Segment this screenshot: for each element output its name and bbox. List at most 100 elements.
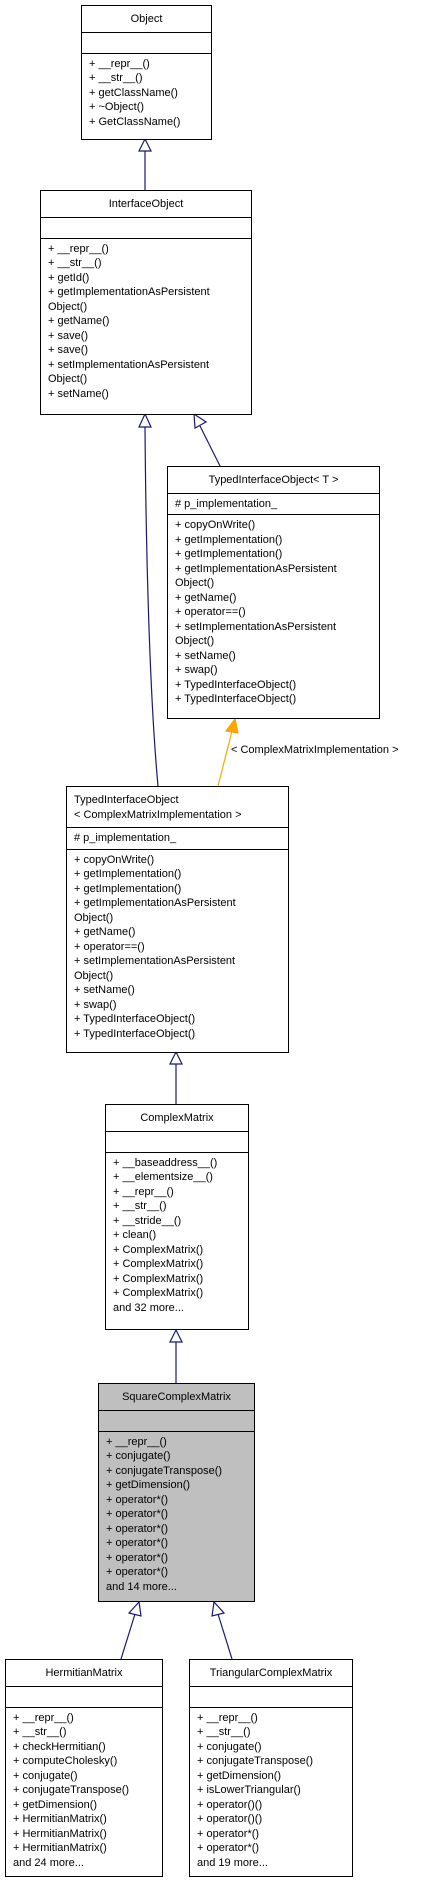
class-object-methods: + __repr__() + __str__() + getClassName(… (82, 52, 211, 133)
method: + __repr__() (197, 1711, 258, 1724)
method: + HermitianMatrix() (13, 1842, 107, 1854)
class-complexmatrix-title: ComplexMatrix (140, 1112, 214, 1124)
method: + __str__() (13, 1726, 67, 1738)
method: + getImplementation() (175, 548, 283, 560)
arrowhead-squarecomplexmatrix-left (127, 1600, 142, 1617)
method: + operator*() (106, 1508, 169, 1520)
method: + ComplexMatrix() (113, 1258, 204, 1270)
class-typedinterfaceobject-complexmatriximplementation[interactable]: TypedInterfaceObject < ComplexMatrixImpl… (66, 786, 289, 1053)
class-complexmatrix-methods: + __baseaddress__() + __elementsize__() … (106, 1151, 248, 1319)
class-squarecomplexmatrix[interactable]: SquareComplexMatrix + __repr__() + conju… (98, 1383, 255, 1602)
method: + conjugate() (106, 1450, 171, 1462)
method: + copyOnWrite() (74, 853, 155, 866)
arrowhead-typedcmi (169, 1050, 183, 1065)
method: + __repr__() (48, 242, 109, 255)
arrowhead-interfaceobject-left (138, 412, 152, 428)
method: + conjugate() (197, 1740, 262, 1753)
method: + getImplementationAsPersistent (175, 562, 337, 575)
method: + getId() (48, 271, 90, 284)
class-typedinterfaceobject-t[interactable]: TypedInterfaceObject< T > # p_implementa… (167, 466, 380, 719)
method: + operator*() (106, 1522, 169, 1535)
method: + __elementsize__() (113, 1171, 213, 1183)
arrowhead-interfaceobject-right (193, 412, 208, 429)
method: + swap() (74, 998, 117, 1011)
class-squarecomplexmatrix-attributes (99, 1409, 254, 1431)
template-edge-label: < ComplexMatrixImplementation > (231, 744, 399, 756)
class-object-title: Object (130, 13, 163, 25)
more-methods: and 32 more... (113, 1301, 184, 1314)
class-typedinterfaceobject-cmi-title: TypedInterfaceObject < ComplexMatrixImpl… (67, 787, 288, 827)
method: + swap() (175, 664, 218, 676)
edge-typedt-to-interfaceobject (199, 425, 221, 467)
method: + setImplementationAsPersistent (175, 620, 337, 633)
method: + __str__() (197, 1726, 251, 1738)
edge-triangular-to-squarecomplexmatrix (217, 1613, 233, 1660)
class-typedinterfaceobject-cmi-attributes: # p_implementation_ (67, 827, 288, 849)
method: + __repr__() (13, 1711, 74, 1724)
method: + operator*() (197, 1842, 260, 1854)
method: Object() (74, 969, 114, 982)
arrowhead-complexmatrix (169, 1328, 183, 1343)
method: + TypedInterfaceObject() (74, 1027, 196, 1040)
method: + setName() (48, 387, 109, 400)
class-complexmatrix[interactable]: ComplexMatrix + __baseaddress__() + __el… (105, 1104, 249, 1330)
method: Object() (48, 300, 88, 313)
class-triangularcomplexmatrix[interactable]: TriangularComplexMatrix + __repr__() + _… (189, 1659, 353, 1877)
attribute: # p_implementation_ (74, 832, 177, 844)
class-triangularcomplexmatrix-methods: + __repr__() + __str__() + conjugate() +… (190, 1706, 352, 1874)
class-interfaceobject[interactable]: InterfaceObject + __repr__() + __str__()… (40, 190, 252, 415)
class-title-line: < ComplexMatrixImplementation > (74, 808, 242, 821)
edge-template-instantiation (217, 730, 233, 787)
class-hermitianmatrix-methods: + __repr__() + __str__() + checkHermitia… (6, 1706, 162, 1874)
method: + operator*() (197, 1827, 260, 1840)
method: + computeCholesky() (13, 1755, 118, 1767)
method: + ComplexMatrix() (113, 1243, 204, 1256)
class-object-attributes (82, 31, 211, 53)
method: Object() (175, 635, 215, 647)
method: + save() (48, 344, 89, 356)
method: Object() (48, 373, 88, 385)
method: + ~Object() (89, 101, 145, 113)
class-squarecomplexmatrix-title: SquareComplexMatrix (122, 1391, 231, 1403)
method: + GetClassName() (89, 115, 181, 128)
more-methods: and 14 more... (106, 1580, 177, 1593)
method: + getDimension() (197, 1769, 282, 1782)
method: + getClassName() (89, 86, 178, 99)
class-object[interactable]: Object + __repr__() + __str__() + getCla… (81, 5, 212, 140)
class-hermitianmatrix[interactable]: HermitianMatrix + __repr__() + __str__()… (5, 1659, 163, 1877)
edge-hermitianmatrix-to-squarecomplexmatrix (120, 1613, 136, 1660)
arrowhead-squarecomplexmatrix-right (211, 1600, 226, 1617)
class-interfaceobject-attributes (41, 216, 251, 238)
method: + __str__() (113, 1200, 167, 1212)
method: + ComplexMatrix() (113, 1287, 204, 1299)
class-interfaceobject-title: InterfaceObject (108, 198, 184, 210)
method: + getImplementationAsPersistent (48, 286, 210, 298)
method: + operator*() (106, 1566, 169, 1578)
method: + getImplementation() (74, 868, 182, 880)
class-squarecomplexmatrix-methods: + __repr__() + conjugate() + conjugateTr… (99, 1430, 254, 1598)
class-hermitianmatrix-attributes (6, 1685, 162, 1707)
method: + operator*() (106, 1493, 169, 1506)
more-methods: and 19 more... (197, 1856, 268, 1869)
method: + __str__() (48, 257, 102, 269)
method: + save() (48, 329, 89, 342)
method: + HermitianMatrix() (13, 1827, 107, 1840)
class-typedinterfaceobject-t-title: TypedInterfaceObject< T > (208, 474, 339, 486)
method: + HermitianMatrix() (13, 1813, 107, 1825)
method: + getImplementation() (175, 533, 283, 546)
class-triangularcomplexmatrix-title: TriangularComplexMatrix (209, 1667, 333, 1679)
class-title-line: TypedInterfaceObject (74, 794, 179, 806)
method: + conjugateTranspose() (197, 1755, 314, 1767)
method: + getName() (175, 591, 237, 604)
method: + copyOnWrite() (175, 519, 256, 531)
method: + conjugateTranspose() (13, 1784, 130, 1796)
class-typedinterfaceobject-t-attributes: # p_implementation_ (168, 492, 379, 515)
method: + __baseaddress__() (113, 1156, 218, 1169)
method: + operator*() (106, 1551, 169, 1564)
method: + conjugateTranspose() (106, 1464, 223, 1477)
class-interfaceobject-methods: + __repr__() + __str__() + getId() + get… (41, 237, 251, 405)
method: + __repr__() (106, 1435, 167, 1448)
method: + operator()() (197, 1798, 263, 1811)
method: + setName() (175, 649, 236, 662)
